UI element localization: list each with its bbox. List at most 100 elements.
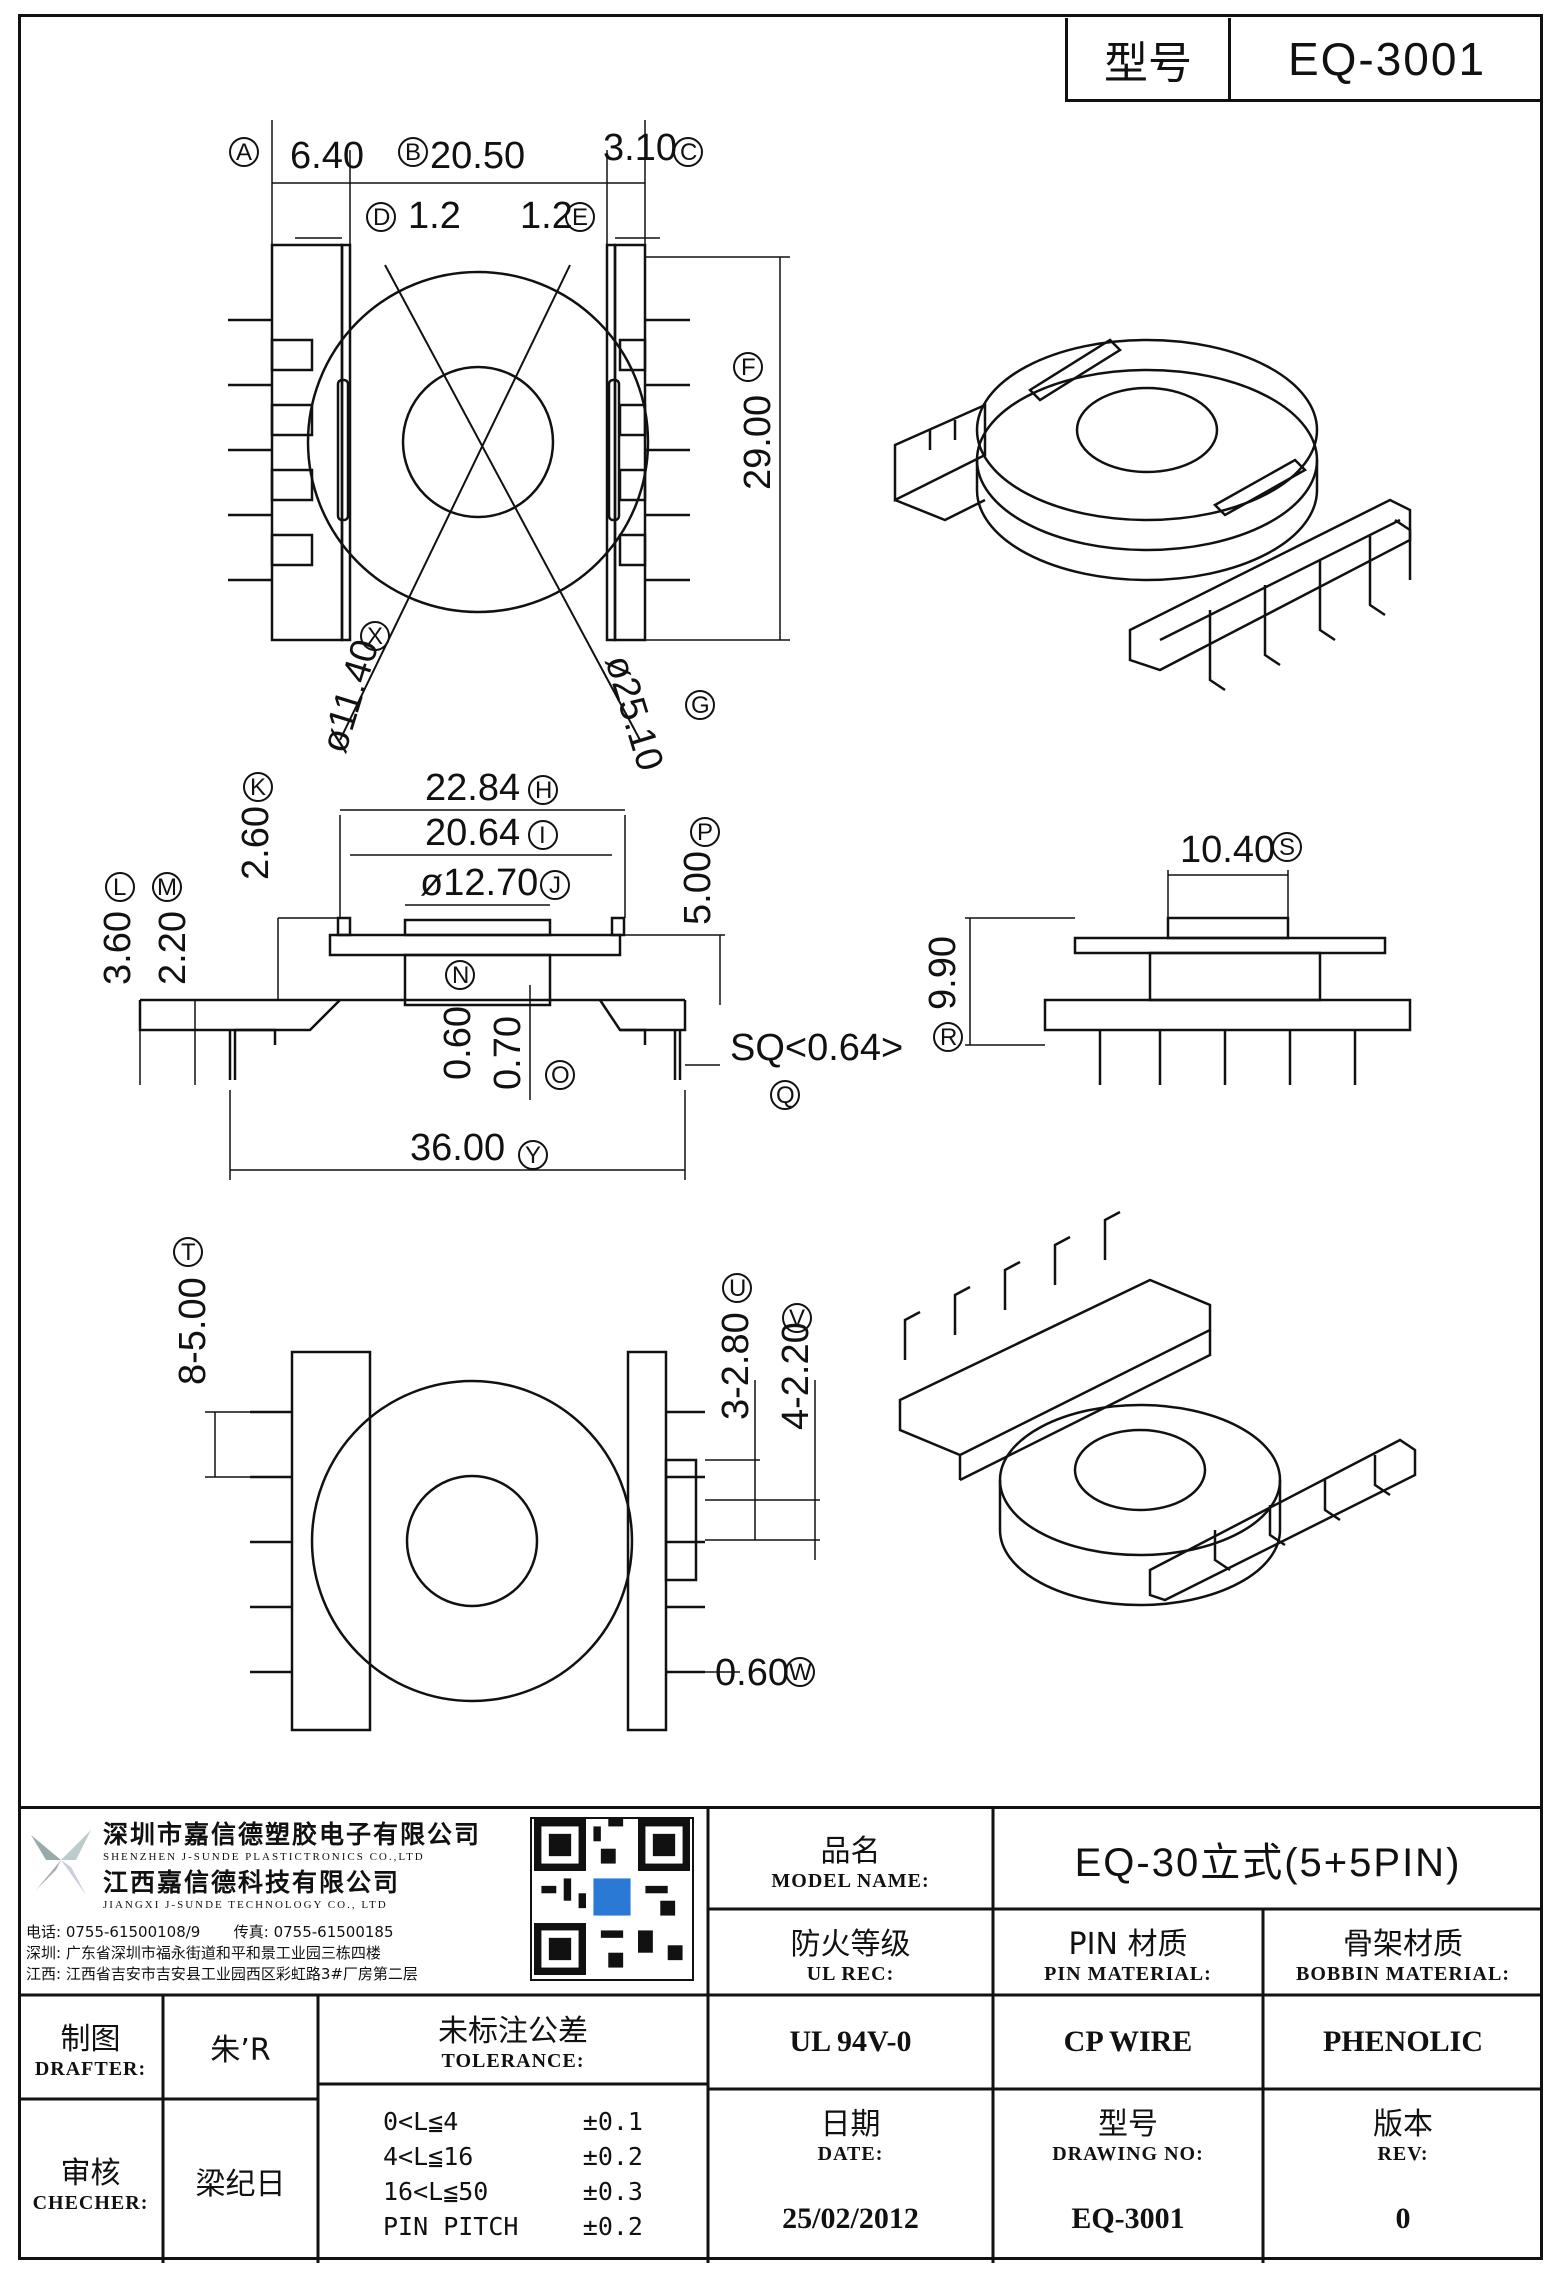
company-name-sz: 深圳市嘉信德塑胶电子有限公司 xyxy=(103,1820,482,1849)
top-view-right-pins xyxy=(618,318,690,582)
company-info: 深圳市嘉信德塑胶电子有限公司 SHENZHEN J-SUNDE PLASTICT… xyxy=(18,1809,708,1995)
dim-E: 1.2 xyxy=(520,195,573,237)
svg-text:Y: Y xyxy=(525,1142,541,1169)
dim-D: 1.2 xyxy=(408,195,461,237)
svg-text:M: M xyxy=(157,874,177,901)
dim-A: 6.40 xyxy=(290,135,364,177)
model-name-label: 品名 MODEL NAME: xyxy=(771,1833,930,1892)
svg-text:T: T xyxy=(181,1239,196,1266)
dim-G: ø25.10 xyxy=(596,650,671,775)
dim-Y: 36.00 xyxy=(410,1127,505,1169)
svg-text:N: N xyxy=(452,962,469,989)
company-address-jx: 江西: 江西省吉安市吉安县工业园西区彩虹路3#厂房第二层 xyxy=(26,1965,418,1983)
company-phone: 电话: 0755-61500108/9 xyxy=(26,1923,201,1941)
dim-N: 0.60 xyxy=(437,1006,479,1080)
svg-text:R: R xyxy=(940,1024,957,1051)
svg-text:H: H xyxy=(535,777,552,804)
drawing-sheet-border xyxy=(18,14,1543,2260)
tolerance-row: 16<L≦50±0.3 xyxy=(383,2176,643,2206)
svg-text:C: C xyxy=(680,139,697,166)
company-address-sz: 深圳: 广东省深圳市福永街道和平和景工业园三栋四楼 xyxy=(26,1944,381,1962)
date-value: 25/02/2012 xyxy=(782,2202,919,2235)
svg-text:P: P xyxy=(697,819,713,846)
tolerance-table: 0<L≦4±0.1 4<L≦16±0.2 16<L≦50±0.3 PIN PIT… xyxy=(318,2084,708,2263)
dim-M: 2.20 xyxy=(152,911,194,985)
dim-T: 8-5.00 xyxy=(172,1277,214,1385)
dim-R: 9.90 xyxy=(922,936,964,1010)
dim-L: 3.60 xyxy=(97,911,139,985)
bobbin-material-value: PHENOLIC xyxy=(1322,2025,1484,2058)
qr-code xyxy=(530,1817,694,1981)
title-block-grid xyxy=(18,1809,1543,2263)
dim-K: 2.60 xyxy=(235,806,277,880)
bottom-view xyxy=(205,1350,820,1732)
svg-text:I: I xyxy=(539,822,546,849)
top-view-left-pins xyxy=(228,318,314,582)
pin-material-value: CP WIRE xyxy=(1063,2025,1193,2058)
dim-X: ø11.40 xyxy=(313,635,387,758)
svg-text:U: U xyxy=(729,1275,746,1302)
svg-text:D: D xyxy=(373,204,390,231)
dim-U: 3-2.80 xyxy=(715,1312,757,1420)
svg-text:A: A xyxy=(236,139,252,166)
front-view xyxy=(138,809,725,1180)
dim-I: 20.64 xyxy=(425,812,520,854)
svg-text:K: K xyxy=(250,774,266,801)
svg-text:Q: Q xyxy=(776,1082,795,1109)
svg-text:J: J xyxy=(549,872,561,899)
model-name-value: EQ-30立式(5+5PIN) xyxy=(1074,1841,1462,1885)
svg-text:L: L xyxy=(113,874,126,901)
drafter-value: 朱’R xyxy=(210,2033,271,2068)
dim-P: 5.00 xyxy=(677,851,719,925)
top-view-flange-circle xyxy=(306,270,650,614)
dim-J: ø12.70 xyxy=(420,862,538,904)
svg-text:B: B xyxy=(405,139,421,166)
iso-view-bottom xyxy=(898,1210,1417,1607)
dim-Q: SQ<0.64> xyxy=(730,1027,903,1069)
svg-text:G: G xyxy=(691,692,710,719)
svg-text:V: V xyxy=(789,1305,805,1332)
tolerance-row: PIN PITCH±0.2 xyxy=(383,2211,643,2241)
model-header-value: EQ-3001 xyxy=(1287,32,1487,85)
tolerance-row: 4<L≦16±0.2 xyxy=(383,2141,643,2171)
dim-B: 20.50 xyxy=(430,135,525,177)
dim-F: 29.00 xyxy=(737,395,779,490)
dim-C: 3.10 xyxy=(603,127,677,169)
dim-O: 0.70 xyxy=(487,1016,529,1090)
title-block: 深圳市嘉信德塑胶电子有限公司 SHENZHEN J-SUNDE PLASTICT… xyxy=(18,1806,1543,2263)
rev-value: 0 xyxy=(1395,2202,1411,2235)
model-header-box: 型号 EQ-3001 xyxy=(1065,18,1543,102)
company-name-jx: 江西嘉信德科技有限公司 xyxy=(103,1868,401,1897)
checker-value: 梁纪日 xyxy=(195,2167,286,2202)
svg-text:E: E xyxy=(572,204,588,231)
dim-W: 0.60 xyxy=(715,1652,789,1694)
company-logo xyxy=(26,1815,96,1905)
svg-text:S: S xyxy=(1279,834,1295,861)
circled-label-letters: A B C D E F G X H I J K L M N O P Q Y S … xyxy=(113,139,1295,1686)
tolerance-row: 0<L≦4±0.1 xyxy=(383,2106,643,2136)
top-view xyxy=(228,120,790,741)
dim-H: 22.84 xyxy=(425,767,520,809)
ul-rec-value: UL 94V-0 xyxy=(789,2025,912,2058)
company-name-sz-en: SHENZHEN J-SUNDE PLASTICTRONICS CO.,LTD xyxy=(103,1851,425,1863)
model-header-label: 型号 xyxy=(1068,18,1231,99)
drawing-no-value: EQ-3001 xyxy=(1071,2202,1185,2235)
company-name-jx-en: JIANGXI J-SUNDE TECHNOLOGY CO., LTD xyxy=(103,1899,388,1911)
company-fax: 传真: 0755-61500185 xyxy=(233,1923,394,1941)
top-view-core-hole xyxy=(401,365,555,519)
iso-view-top xyxy=(893,338,1412,692)
svg-text:F: F xyxy=(741,354,756,381)
dim-S: 10.40 xyxy=(1180,829,1275,871)
side-view xyxy=(965,870,1412,1085)
svg-text:X: X xyxy=(367,623,383,650)
dim-V: 4-2.20 xyxy=(775,1322,817,1430)
circled-labels xyxy=(105,137,1302,1687)
